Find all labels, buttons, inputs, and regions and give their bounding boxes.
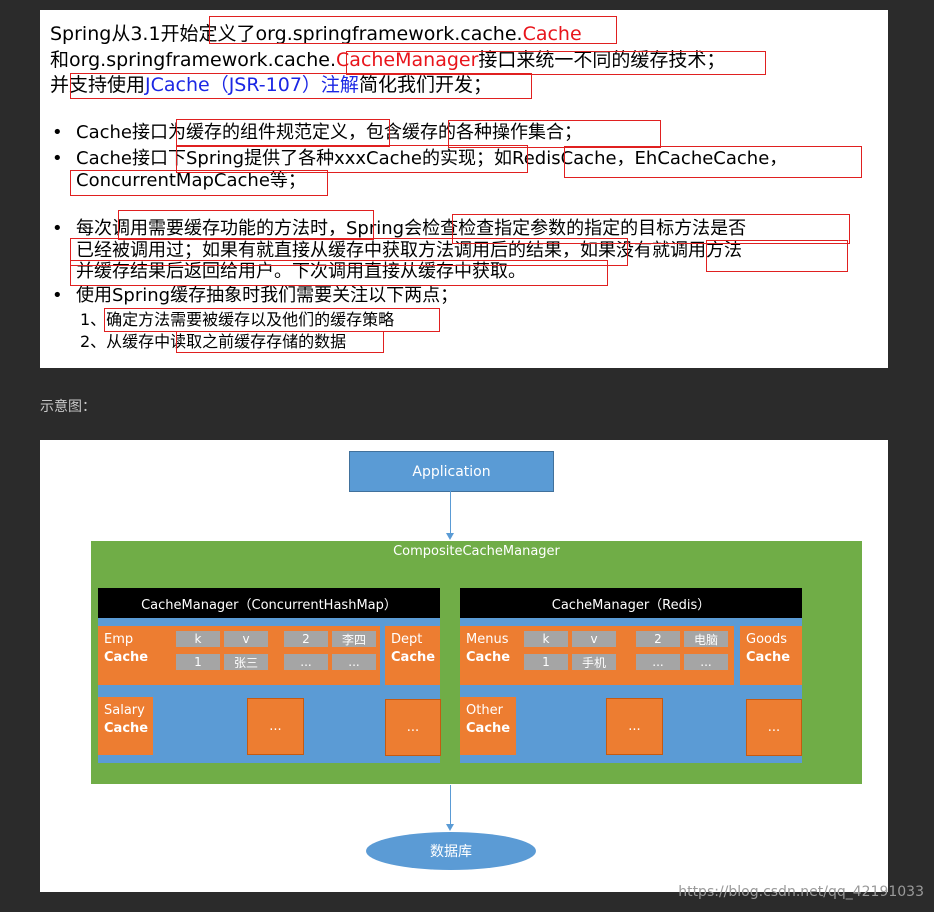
intro-line-3: 并支持使用JCache（JSR-107）注解简化我们开发； bbox=[50, 73, 492, 97]
cache-manager-redis: CacheManager（Redis） Menus Cache k v 2 电脑… bbox=[460, 588, 802, 763]
more-caches-placeholder: ... bbox=[385, 699, 441, 756]
cache-highlight: Cache bbox=[522, 23, 582, 45]
key-cell: 1 bbox=[524, 654, 568, 670]
cache-manager-title: CacheManager（ConcurrentHashMap） bbox=[98, 588, 440, 618]
more-caches-placeholder: ... bbox=[746, 699, 802, 756]
sub-point-1: 1、确定方法需要被缓存以及他们的缓存策略 bbox=[80, 310, 395, 329]
bullet-3-line-2: 已经被调用过；如果有就直接从缓存中获取方法调用后的结果，如果没有就调用方法 bbox=[76, 240, 742, 261]
bullet-dot: • bbox=[52, 122, 63, 143]
cache-label: Cache bbox=[104, 721, 149, 736]
bullet-3-line-3: 并缓存结果后返回给用户。下次调用直接从缓存中获取。 bbox=[76, 261, 526, 282]
intro-line-3-text: 并支持使用 bbox=[50, 74, 146, 96]
arrow-head bbox=[446, 533, 454, 540]
arrow-head bbox=[446, 824, 454, 831]
bullet-dot: • bbox=[52, 285, 63, 306]
cache-label: Cache bbox=[391, 650, 436, 665]
watermark: https://blog.csdn.net/qq_42191033 bbox=[678, 884, 924, 900]
key-cell: k bbox=[524, 631, 568, 647]
application-box: Application bbox=[349, 451, 554, 492]
dept-label: Dept bbox=[391, 632, 423, 647]
value-cell: 张三 bbox=[224, 654, 268, 670]
value-cell: v bbox=[224, 631, 268, 647]
bullet-3-line-1: 每次调用需要缓存功能的方法时，Spring会检查检查指定参数的指定的目标方法是否 bbox=[76, 218, 747, 239]
bullet-dot: • bbox=[52, 218, 63, 239]
jcache-highlight: JCache（JSR-107）注解 bbox=[145, 74, 359, 96]
key-cell: 1 bbox=[176, 654, 220, 670]
database-node: 数据库 bbox=[366, 832, 536, 870]
more-caches-placeholder: ... bbox=[606, 698, 663, 755]
key-cell: k bbox=[176, 631, 220, 647]
cache-label: Cache bbox=[466, 650, 511, 665]
menus-label: Menus bbox=[466, 632, 509, 647]
key-cell: ... bbox=[636, 654, 680, 670]
value-cell: v bbox=[572, 631, 616, 647]
other-label: Other bbox=[466, 703, 503, 718]
cache-label: Cache bbox=[466, 721, 511, 736]
arrow-app-to-composite bbox=[450, 491, 451, 534]
intro-line-1: Spring从3.1开始定义了org.springframework.cache… bbox=[50, 22, 582, 46]
bullet-dot: • bbox=[52, 148, 63, 169]
composite-cache-manager: CompositeCacheManager CacheManager（Concu… bbox=[91, 541, 862, 784]
emp-label: Emp bbox=[104, 632, 134, 647]
intro-line-3-tail: 简化我们开发； bbox=[358, 74, 492, 96]
cache-label: Cache bbox=[746, 650, 791, 665]
goods-cache: Goods Cache bbox=[740, 626, 802, 685]
composite-title: CompositeCacheManager bbox=[393, 544, 560, 559]
value-cell: 手机 bbox=[572, 654, 616, 670]
key-cell: 2 bbox=[636, 631, 680, 647]
bullet-1: Cache接口为缓存的组件规范定义，包含缓存的各种操作集合； bbox=[76, 122, 582, 143]
intro-line-2-text: 和org.springframework.cache. bbox=[50, 49, 337, 71]
dept-cache: Dept Cache bbox=[385, 626, 440, 685]
intro-line-1-text: Spring从3.1开始定义了org.springframework.cache… bbox=[50, 23, 523, 45]
goods-label: Goods bbox=[746, 632, 788, 647]
value-cell: ... bbox=[332, 654, 376, 670]
menus-cache: Menus Cache bbox=[460, 626, 520, 685]
bullet-2-line-1: Cache接口下Spring提供了各种xxxCache的实现；如RedisCac… bbox=[76, 148, 788, 169]
cache-manager-title: CacheManager（Redis） bbox=[460, 588, 802, 618]
sub-point-2: 2、从缓存中读取之前缓存存储的数据 bbox=[80, 332, 347, 351]
key-cell: ... bbox=[284, 654, 328, 670]
salary-cache: Salary Cache bbox=[98, 697, 153, 755]
intro-line-2-tail: 接口来统一不同的缓存技术； bbox=[478, 49, 726, 71]
emp-cache: Emp Cache bbox=[98, 626, 174, 685]
value-cell: 李四 bbox=[332, 631, 376, 647]
salary-label: Salary bbox=[104, 703, 145, 718]
cache-label: Cache bbox=[104, 650, 149, 665]
cachemanager-highlight: CacheManager bbox=[336, 49, 479, 71]
more-caches-placeholder: ... bbox=[247, 698, 304, 755]
bullet-2-line-2: ConcurrentMapCache等； bbox=[76, 170, 306, 191]
other-cache: Other Cache bbox=[460, 697, 516, 755]
cache-architecture-diagram: Application CompositeCacheManager CacheM… bbox=[40, 440, 888, 892]
cache-manager-concurrenthashmap: CacheManager（ConcurrentHashMap） Emp Cach… bbox=[98, 588, 441, 763]
diagram-caption: 示意图： bbox=[40, 399, 96, 415]
text-slide: Spring从3.1开始定义了org.springframework.cache… bbox=[40, 10, 888, 368]
value-cell: 电脑 bbox=[684, 631, 728, 647]
intro-line-2: 和org.springframework.cache.CacheManager接… bbox=[50, 48, 725, 72]
bullet-4: 使用Spring缓存抽象时我们需要关注以下两点； bbox=[76, 285, 459, 306]
arrow-composite-to-db bbox=[450, 785, 451, 825]
key-cell: 2 bbox=[284, 631, 328, 647]
value-cell: ... bbox=[684, 654, 728, 670]
